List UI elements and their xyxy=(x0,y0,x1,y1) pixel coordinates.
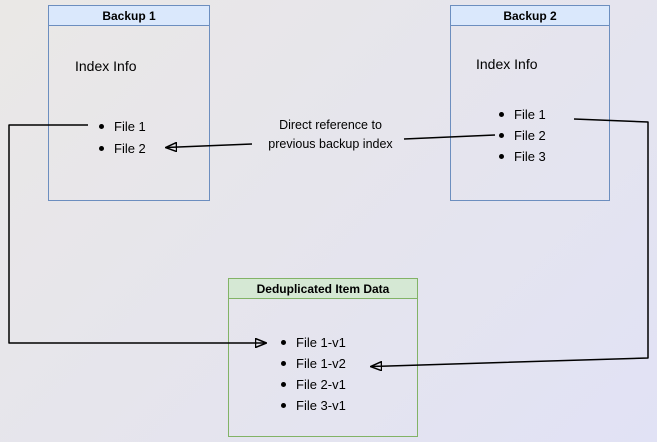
file-label: File 2-v1 xyxy=(296,377,346,392)
bullet-icon xyxy=(99,123,104,129)
bullet-icon xyxy=(281,361,286,366)
list-item: File 2 xyxy=(499,125,546,146)
file-label: File 1-v2 xyxy=(296,356,346,371)
backup2-file-list: File 1 File 2 File 3 xyxy=(499,104,546,167)
backup1-header: Backup 1 xyxy=(49,6,209,26)
bullet-icon xyxy=(281,340,286,345)
list-item: File 1-v1 xyxy=(281,332,346,353)
dedup-file-list: File 1-v1 File 1-v2 File 2-v1 File 3-v1 xyxy=(281,332,346,416)
list-item: File 3 xyxy=(499,146,546,167)
file-label: File 2 xyxy=(114,140,146,156)
backup1-file-list: File 1 File 2 xyxy=(99,115,146,159)
backup2-box: Backup 2 Index Info File 1 File 2 File 3 xyxy=(450,5,610,201)
list-item: File 2-v1 xyxy=(281,374,346,395)
file-label: File 1-v1 xyxy=(296,335,346,350)
backup1-box: Backup 1 Index Info File 1 File 2 xyxy=(48,5,210,201)
dedup-box: Deduplicated Item Data File 1-v1 File 1-… xyxy=(228,278,418,437)
bullet-icon xyxy=(499,112,504,117)
bullet-icon xyxy=(499,133,504,138)
bullet-icon xyxy=(499,154,504,159)
file-label: File 1 xyxy=(114,118,146,134)
bullet-icon xyxy=(281,403,286,408)
bullet-icon xyxy=(99,145,104,151)
file-label: File 1 xyxy=(514,107,546,122)
backup2-title: Backup 2 xyxy=(503,8,557,23)
edge-label: Direct reference to previous backup inde… xyxy=(238,116,423,154)
bullet-icon xyxy=(281,382,286,387)
file-label: File 3-v1 xyxy=(296,398,346,413)
dedup-title: Deduplicated Item Data xyxy=(256,281,390,296)
list-item: File 3-v1 xyxy=(281,395,346,416)
backup2-header: Backup 2 xyxy=(451,6,609,26)
dedup-header: Deduplicated Item Data xyxy=(229,279,417,299)
backup1-title: Backup 1 xyxy=(102,8,156,23)
list-item: File 1 xyxy=(499,104,546,125)
list-item: File 1 xyxy=(99,115,146,137)
edge-label-line2: previous backup index xyxy=(268,137,393,151)
list-item: File 1-v2 xyxy=(281,353,346,374)
edge-label-line1: Direct reference to xyxy=(279,118,382,132)
file-label: File 3 xyxy=(514,149,546,164)
backup1-section-label: Index Info xyxy=(75,58,137,74)
list-item: File 2 xyxy=(99,137,146,159)
file-label: File 2 xyxy=(514,128,546,143)
backup2-section-label: Index Info xyxy=(476,56,538,72)
